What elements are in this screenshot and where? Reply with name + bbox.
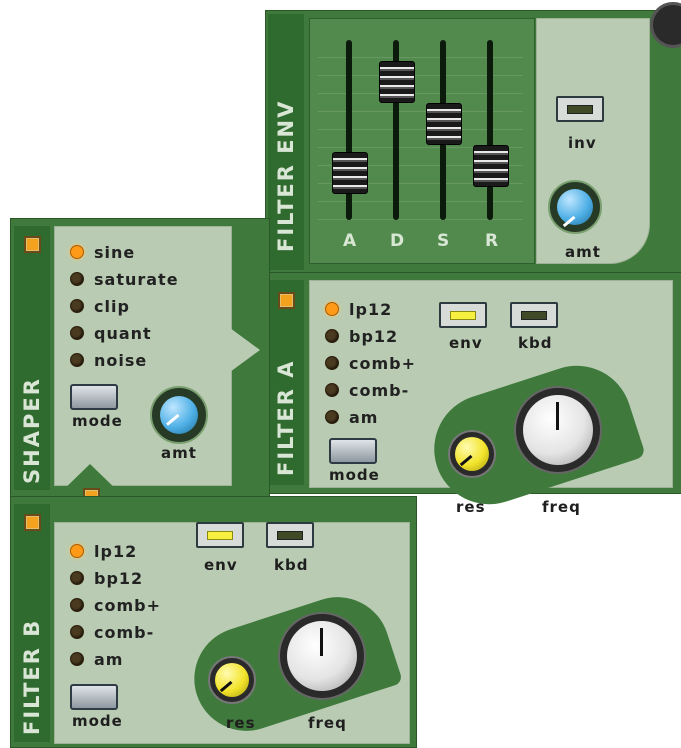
led-indicator [325, 302, 339, 316]
fader-letter-d: D [390, 231, 405, 251]
led-indicator [325, 383, 339, 397]
filter-a-res-label: res [456, 498, 486, 516]
shaper-mode-button[interactable] [70, 384, 118, 410]
filter-a-env-label: env [449, 334, 483, 352]
filter-b-freq-knob[interactable] [278, 612, 366, 700]
filter-a-freq-knob[interactable] [514, 386, 602, 474]
inv-label: inv [568, 134, 597, 152]
shaper-mode-option[interactable]: quant [70, 323, 152, 343]
led-indicator [70, 353, 84, 367]
corner-screw [650, 2, 681, 48]
fader-handle-d[interactable] [379, 61, 415, 103]
shaper-mode-label: mode [72, 412, 123, 430]
filter-b-env-label: env [204, 556, 238, 574]
filter-b-mode-option[interactable]: bp12 [70, 568, 143, 588]
filter-b-mode-option[interactable]: lp12 [70, 541, 137, 561]
filter-env-title: FILTER ENV [274, 99, 298, 252]
fader-handle-s[interactable] [426, 103, 462, 145]
filter-a-kbd-switch[interactable] [510, 302, 558, 328]
filter-b-mode-option[interactable]: am [70, 649, 123, 669]
shaper-panel [54, 226, 232, 486]
filter-a-mode-option[interactable]: comb- [325, 380, 409, 400]
filter-a-kbd-label: kbd [518, 334, 553, 352]
shaper-mode-option[interactable]: saturate [70, 269, 179, 289]
filter-a-mode-option[interactable]: comb+ [325, 353, 416, 373]
shaper-mode-option[interactable]: sine [70, 242, 135, 262]
filter-b-kbd-switch[interactable] [266, 522, 314, 548]
led-indicator [325, 410, 339, 424]
filter-b-kbd-label: kbd [274, 556, 309, 574]
filter-b-env-switch[interactable] [196, 522, 244, 548]
filter-a-env-switch[interactable] [439, 302, 487, 328]
led-indicator [70, 571, 84, 585]
filter-b-title: FILTER B [20, 618, 44, 735]
filter-b-freq-label: freq [308, 714, 347, 732]
led-indicator [70, 245, 84, 259]
led-indicator [70, 598, 84, 612]
filter-a-res-knob[interactable] [448, 430, 496, 478]
inv-switch[interactable] [556, 96, 604, 122]
shaper-power-led[interactable] [24, 236, 41, 253]
led-indicator [70, 299, 84, 313]
filter-a-mode-option[interactable]: bp12 [325, 326, 398, 346]
filter-env-amt-knob[interactable] [548, 180, 602, 234]
filter-b-mode-option[interactable]: comb- [70, 622, 154, 642]
shaper-mode-option[interactable]: noise [70, 350, 147, 370]
shaper-to-filter-arrow [230, 328, 260, 372]
fader-track-a [346, 40, 352, 220]
led-indicator [70, 625, 84, 639]
fader-track-d [393, 40, 399, 220]
filter-b-mode-button[interactable] [70, 684, 118, 710]
filter-a-mode-label: mode [329, 466, 380, 484]
led-indicator [325, 356, 339, 370]
filter-a-freq-label: freq [542, 498, 581, 516]
fader-track-r [487, 40, 493, 220]
fader-letter-r: R [485, 231, 499, 251]
shaper-mode-option[interactable]: clip [70, 296, 130, 316]
fader-handle-r[interactable] [473, 145, 509, 187]
fader-letter-s: S [437, 231, 450, 251]
filter-b-res-knob[interactable] [208, 656, 256, 704]
led-indicator [70, 326, 84, 340]
filter-env-amt-label: amt [565, 243, 601, 261]
filter-a-mode-button[interactable] [329, 438, 377, 464]
filter-b-power-led[interactable] [24, 514, 41, 531]
shaper-amt-knob[interactable] [150, 386, 208, 444]
led-indicator [70, 544, 84, 558]
led-indicator [325, 329, 339, 343]
filter-a-title-strip [268, 280, 304, 485]
filter-b-mode-label: mode [72, 712, 123, 730]
led-indicator [70, 652, 84, 666]
shaper-title-strip [14, 226, 50, 490]
filter-a-mode-option[interactable]: am [325, 407, 378, 427]
fader-letter-a: A [343, 231, 357, 251]
filter-a-title: FILTER A [274, 359, 298, 476]
filter-b-mode-option[interactable]: comb+ [70, 595, 161, 615]
filter-a-mode-option[interactable]: lp12 [325, 299, 392, 319]
filter-env-title-strip [268, 14, 304, 270]
led-indicator [70, 272, 84, 286]
shaper-amt-label: amt [161, 444, 197, 462]
fader-handle-a[interactable] [332, 152, 368, 194]
shaper-title: SHAPER [20, 377, 44, 484]
filter-a-power-led[interactable] [278, 292, 295, 309]
filter-b-res-label: res [226, 714, 256, 732]
filter-b-title-strip [14, 504, 50, 742]
